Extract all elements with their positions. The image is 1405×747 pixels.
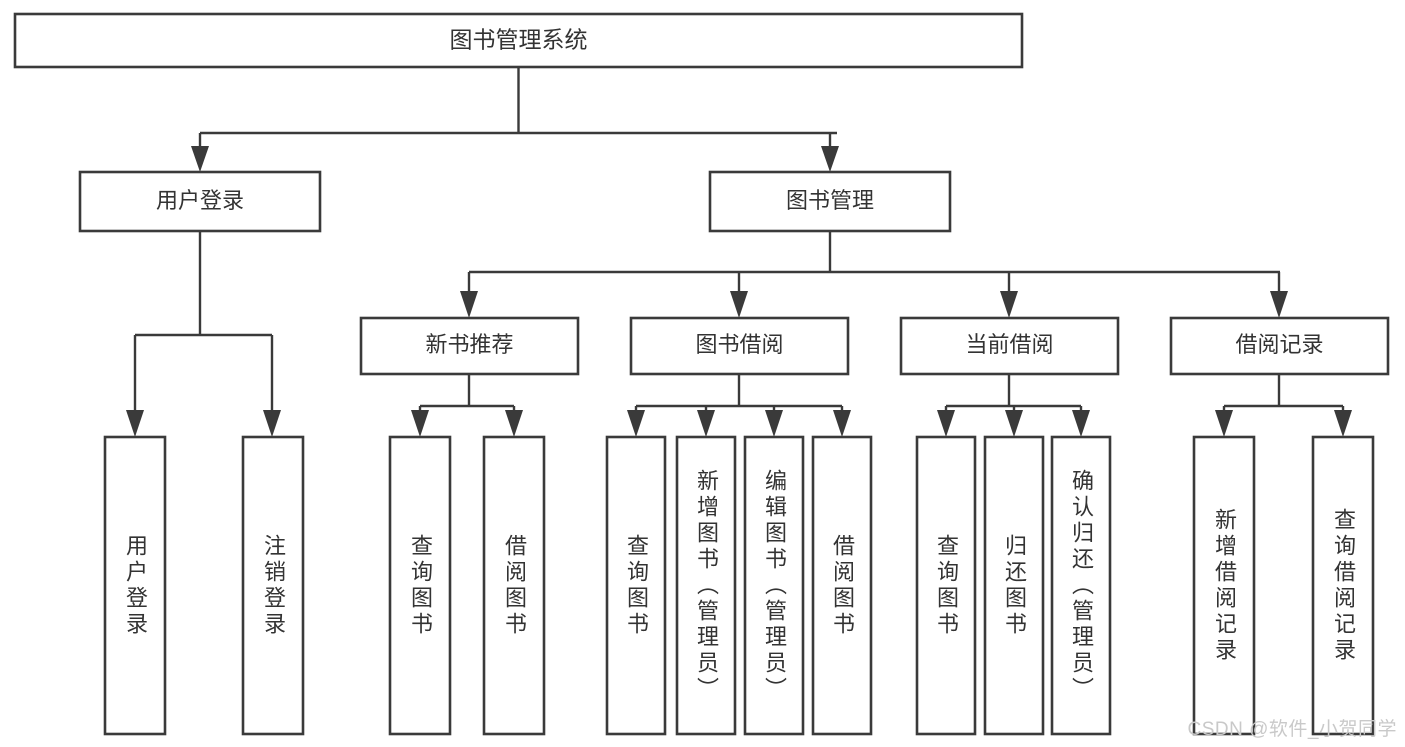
connector-group-root-to-level2 — [191, 67, 839, 172]
arrow-head-icon — [821, 146, 839, 172]
leaf-box-query-book-1[interactable] — [388, 435, 452, 736]
node-borrow-record-label: 借阅记录 — [1235, 332, 1323, 357]
arrow-head-icon — [191, 146, 209, 172]
leaf-box-borrow-book-2[interactable] — [811, 435, 873, 736]
arrow-head-icon — [765, 410, 783, 437]
arrow-head-icon — [263, 410, 281, 437]
arrow-head-icon — [1270, 291, 1288, 318]
arrow-head-icon — [126, 410, 144, 437]
connector-group-bookmgmt-to-level3 — [460, 231, 1288, 318]
node-root-box[interactable] — [13, 12, 1024, 69]
node-new-book-recommend-label: 新书推荐 — [425, 332, 513, 357]
leaf-box-edit-book-admin[interactable] — [743, 435, 805, 736]
leaf-box-query-book-3[interactable] — [915, 435, 977, 736]
arrow-head-icon — [460, 291, 478, 318]
node-book-borrow[interactable]: 图书借阅 — [629, 316, 850, 376]
leaf-box-user-login[interactable] — [103, 435, 167, 736]
arrow-head-icon — [505, 410, 523, 437]
csdn-watermark: CSDN @软件_小贺同学 — [1187, 719, 1397, 740]
connector-group-newbook-to-leaves — [411, 374, 523, 437]
arrow-head-icon — [833, 410, 851, 437]
leaf-node-group — [103, 435, 1375, 736]
leaf-box-add-book-admin[interactable] — [675, 435, 737, 736]
node-book-management[interactable]: 图书管理 — [708, 170, 952, 233]
node-book-borrow-label: 图书借阅 — [695, 332, 783, 357]
connector-group-userlogin-to-leaves — [126, 231, 281, 437]
node-new-book-recommend-box[interactable] — [359, 316, 580, 376]
arrow-head-icon — [627, 410, 645, 437]
leaf-box-confirm-return-admin[interactable] — [1050, 435, 1112, 736]
arrow-head-icon — [730, 291, 748, 318]
arrow-head-icon — [1072, 410, 1090, 437]
leaf-box-query-book-2[interactable] — [605, 435, 667, 736]
node-borrow-record[interactable]: 借阅记录 — [1169, 316, 1390, 376]
connector-group-borrowrecord-to-leaves — [1215, 374, 1352, 437]
node-book-management-box[interactable] — [708, 170, 952, 233]
connector-group-currentborrow-to-leaves — [937, 374, 1090, 437]
node-root-label: 图书管理系统 — [450, 27, 588, 53]
leaf-box-query-borrow-record[interactable] — [1311, 435, 1375, 736]
node-current-borrow-box[interactable] — [899, 316, 1120, 376]
connector-group-borrowbook-to-leaves — [627, 374, 851, 437]
arrow-head-icon — [937, 410, 955, 437]
arrow-head-icon — [411, 410, 429, 437]
node-user-login-box[interactable] — [78, 170, 322, 233]
node-current-borrow[interactable]: 当前借阅 — [899, 316, 1120, 376]
arrow-head-icon — [1334, 410, 1352, 437]
node-new-book-recommend[interactable]: 新书推荐 — [359, 316, 580, 376]
leaf-box-logout[interactable] — [241, 435, 305, 736]
arrow-head-icon — [1215, 410, 1233, 437]
arrow-head-icon — [1000, 291, 1018, 318]
leaf-box-add-borrow-record[interactable] — [1192, 435, 1256, 736]
node-borrow-record-box[interactable] — [1169, 316, 1390, 376]
leaf-box-borrow-book-1[interactable] — [482, 435, 546, 736]
leaf-box-return-book[interactable] — [983, 435, 1045, 736]
node-book-management-label: 图书管理 — [786, 188, 874, 213]
arrow-head-icon — [697, 410, 715, 437]
node-user-login-label: 用户登录 — [156, 188, 244, 213]
node-root[interactable]: 图书管理系统 — [13, 12, 1024, 69]
arrow-head-icon — [1005, 410, 1023, 437]
node-current-borrow-label: 当前借阅 — [965, 332, 1053, 357]
node-user-login[interactable]: 用户登录 — [78, 170, 322, 233]
node-book-borrow-box[interactable] — [629, 316, 850, 376]
